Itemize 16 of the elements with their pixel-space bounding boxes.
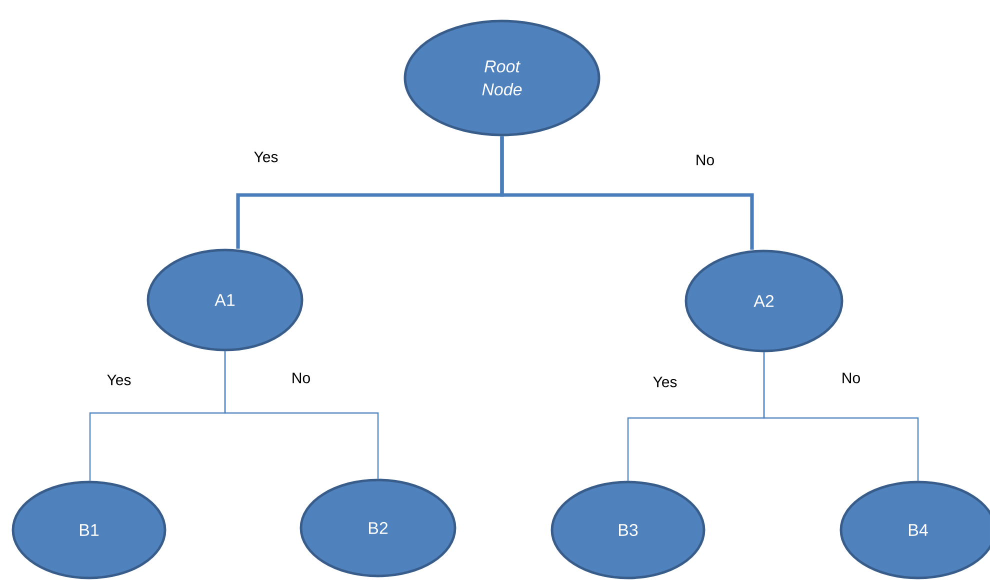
connector-line bbox=[763, 352, 919, 481]
edge-label: No bbox=[292, 372, 310, 384]
connector-line bbox=[500, 136, 754, 250]
ellipse-node: B3 bbox=[550, 480, 706, 580]
edge-label: No bbox=[696, 154, 714, 166]
ellipse-node: B1 bbox=[12, 480, 166, 580]
edge-label: Yes bbox=[653, 376, 677, 388]
ellipse-node: B4 bbox=[840, 480, 990, 580]
edge-label: No bbox=[842, 372, 860, 384]
edge-label: Yes bbox=[254, 152, 278, 162]
edge-label: Yes bbox=[107, 374, 131, 386]
ellipse-node: B2 bbox=[300, 478, 456, 578]
ellipse-node: A2 bbox=[684, 250, 844, 352]
connector-line bbox=[224, 351, 379, 479]
ellipse-node: A1 bbox=[146, 248, 304, 352]
ellipse-node: Root Node bbox=[404, 20, 600, 136]
